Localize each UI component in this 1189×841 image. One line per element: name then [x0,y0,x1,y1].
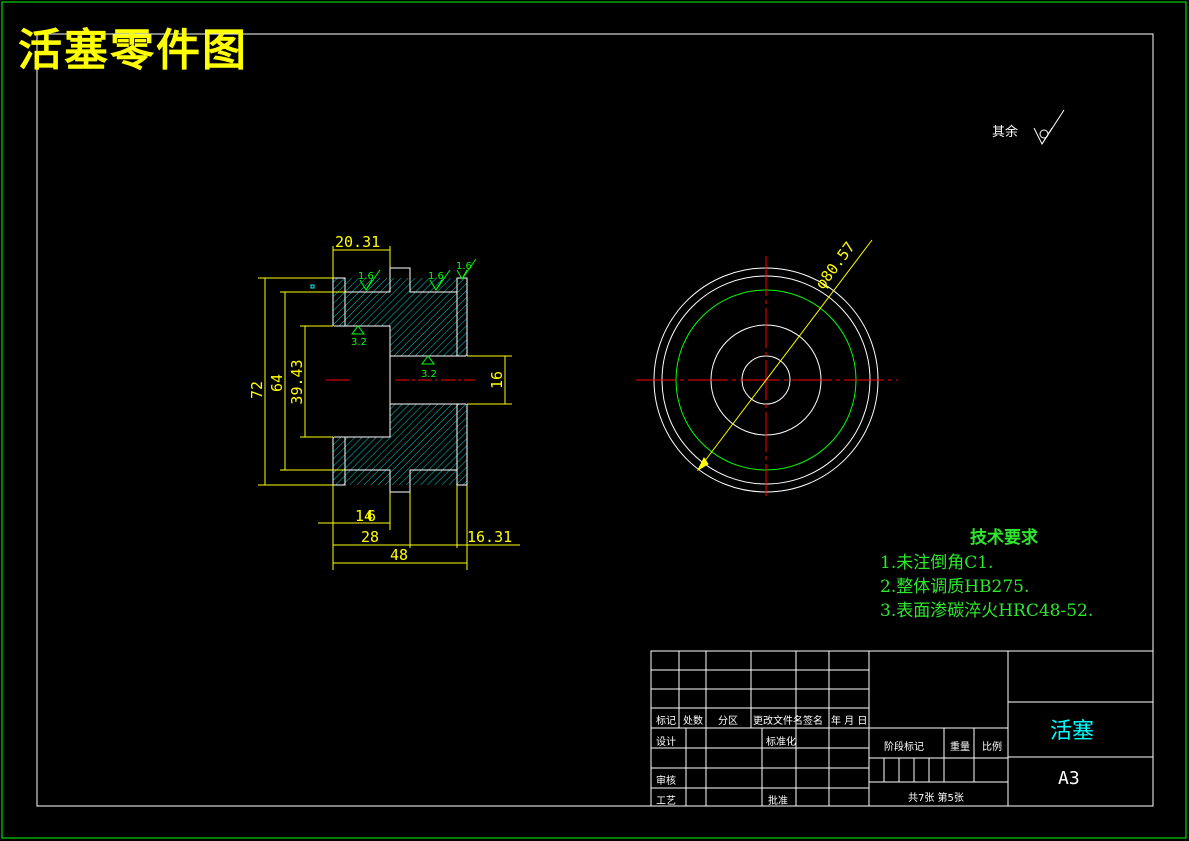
dim-phi-80-57: φ80.57 [812,238,859,292]
tech-item-3: 3.表面渗碳淬火HRC48-52. [880,601,1094,621]
ra-3-2-b: 3.2 [421,369,437,380]
dim-39-43: 39.43 [288,359,306,404]
tb-header-change-doc: 更改文件名 [753,716,803,727]
front-view [636,239,898,496]
tb-part-name: 活塞 [1050,719,1095,744]
tb-scale: 比例 [982,742,1002,753]
roughness-labels: 1.6 1.6 1.6 3.2 3.2 [351,261,472,380]
tb-weight: 重量 [950,742,970,753]
tb-header-count: 处数 [683,716,703,727]
tb-sheet-size: A3 [1058,768,1080,789]
dim-72: 72 [248,381,266,399]
tech-item-2: 2.整体调质HB275. [880,577,1030,597]
tb-approve: 批准 [768,796,788,807]
page-title: 活塞零件图 [18,25,248,76]
other-roughness-label: 其余 [992,124,1018,140]
dim-48: 48 [390,546,408,564]
section-dim-labels: 20.31 72 64 39.43 16 14 6 28 16.31 48 [248,233,512,564]
dim-20-31: 20.31 [335,233,380,251]
tech-heading: 技术要求 [970,528,1038,548]
tb-standardize: 标准化 [766,737,796,748]
tb-header-zone: 分区 [718,716,738,727]
ra-1-6-b: 1.6 [428,271,444,282]
dim-14: 14 [355,507,373,525]
tb-review: 审核 [656,776,676,787]
ra-1-6-c: 1.6 [456,261,472,272]
inner-border [36,33,1154,807]
tb-design: 设计 [656,737,676,748]
dim-64: 64 [268,374,286,392]
tech-item-1: 1.未注倒角C1. [880,553,994,573]
other-roughness-symbol [1033,109,1065,146]
section-dimensions [258,246,520,570]
ra-1-6-a: 1.6 [358,271,374,282]
dim-6: 6 [367,507,376,525]
ra-3-2-a: 3.2 [351,337,367,348]
dim-28: 28 [361,528,379,546]
tb-sheets: 共7张 第5张 [908,793,964,804]
roughness-symbols [351,258,477,365]
tb-header-date: 年 月 日 [831,716,868,727]
tb-stage-mark: 阶段标记 [884,742,924,753]
tb-header-sign: 签名 [803,716,823,727]
tb-process: 工艺 [656,796,676,807]
section-view [310,267,475,493]
dim-16: 16 [488,371,506,389]
dim-16-31: 16.31 [467,528,512,546]
title-block-grid [650,650,1154,807]
tb-header-mark: 标记 [656,716,676,727]
